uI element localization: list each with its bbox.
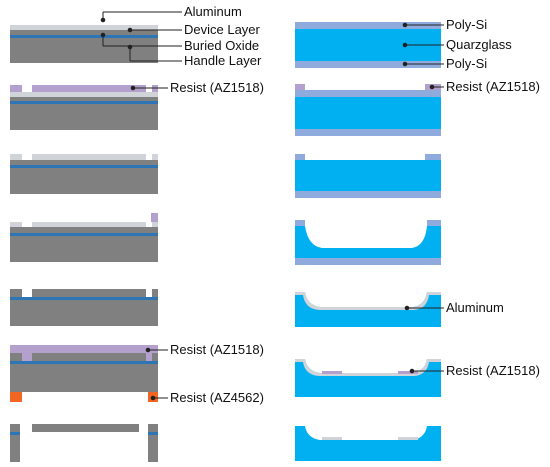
left-step-4 xyxy=(10,213,158,262)
label-resist-az1518-right-2: Resist (AZ1518) xyxy=(446,363,540,378)
leader-lines xyxy=(100,11,444,401)
left-step-5 xyxy=(10,289,158,326)
label-resist-az1518-right-1: Resist (AZ1518) xyxy=(446,79,540,94)
left-step-3 xyxy=(10,154,158,194)
left-step-6 xyxy=(10,345,158,402)
right-step-4 xyxy=(295,220,441,265)
right-step-3 xyxy=(295,154,441,198)
label-quarzglass: Quarzglass xyxy=(446,37,512,52)
right-step-2 xyxy=(295,84,441,136)
label-resist-az4562: Resist (AZ4562) xyxy=(170,390,264,405)
label-poly-si-top: Poly-Si xyxy=(446,17,487,32)
left-step-7 xyxy=(10,424,158,462)
left-step-2 xyxy=(10,85,158,130)
label-buried-oxide: Buried Oxide xyxy=(184,38,259,53)
label-handle-layer: Handle Layer xyxy=(184,53,262,68)
label-device-layer: Device Layer xyxy=(184,22,261,37)
left-step-1 xyxy=(10,25,158,63)
right-step-7 xyxy=(295,426,441,461)
label-aluminum: Aluminum xyxy=(184,4,242,19)
label-resist-az1518-left-2: Resist (AZ1518) xyxy=(170,342,264,357)
label-poly-si-bottom: Poly-Si xyxy=(446,56,487,71)
right-step-6 xyxy=(295,359,441,397)
label-aluminum-right: Aluminum xyxy=(446,300,504,315)
right-step-5 xyxy=(295,292,441,327)
label-resist-az1518-left-1: Resist (AZ1518) xyxy=(170,80,264,95)
